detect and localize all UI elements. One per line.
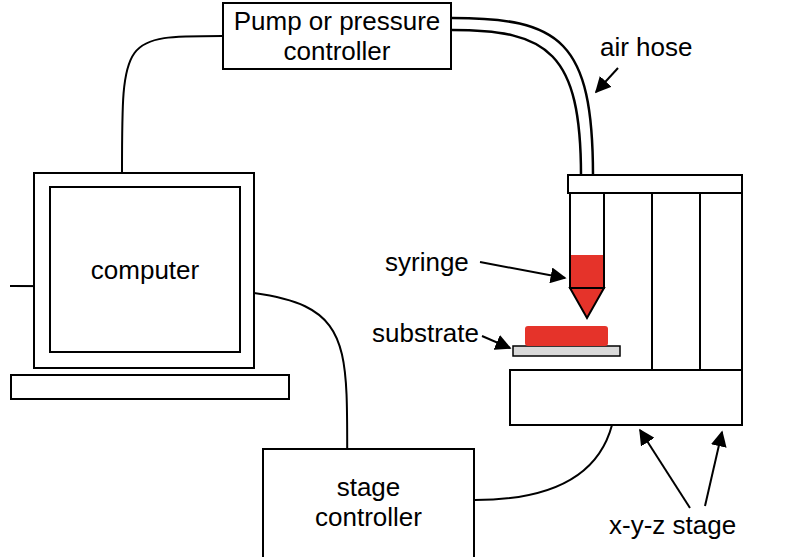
laptop-part	[11, 375, 289, 399]
leader-arrow	[596, 68, 618, 92]
stage-controller-box: stage controller	[262, 448, 475, 557]
node-label: stage controller	[289, 472, 449, 532]
stage-base	[510, 370, 742, 425]
printed-part	[525, 326, 608, 346]
leader-arrow	[640, 430, 690, 508]
pump-controller-box: Pump or pressure controller	[222, 2, 452, 70]
syringe-ink	[571, 255, 603, 288]
air-hose	[452, 18, 593, 176]
part-label: x-y-z stage	[607, 510, 738, 540]
stage-column-edge	[699, 193, 701, 370]
part-label: substrate	[370, 318, 481, 348]
part-label: syringe	[383, 247, 471, 277]
laptop-outline	[10, 172, 290, 400]
leader-arrow	[482, 336, 510, 348]
syringe-tip	[570, 288, 604, 318]
cable-line	[122, 36, 222, 172]
laptop-part	[34, 173, 254, 368]
stage-column	[652, 193, 742, 370]
stage-cable	[475, 425, 612, 500]
computer-laptop: computer	[10, 172, 290, 400]
laptop-part	[50, 187, 240, 352]
node-label: computer	[91, 255, 199, 285]
stage-top-plate	[568, 175, 742, 193]
leader-arrow	[705, 432, 722, 506]
substrate-plate	[513, 346, 620, 356]
air-hose	[452, 30, 581, 176]
syringe-body	[570, 193, 604, 288]
part-label: air hose	[598, 32, 695, 62]
node-label: Pump or pressure controller	[230, 6, 444, 66]
leader-arrow	[480, 262, 565, 278]
cable-connector	[122, 36, 222, 172]
